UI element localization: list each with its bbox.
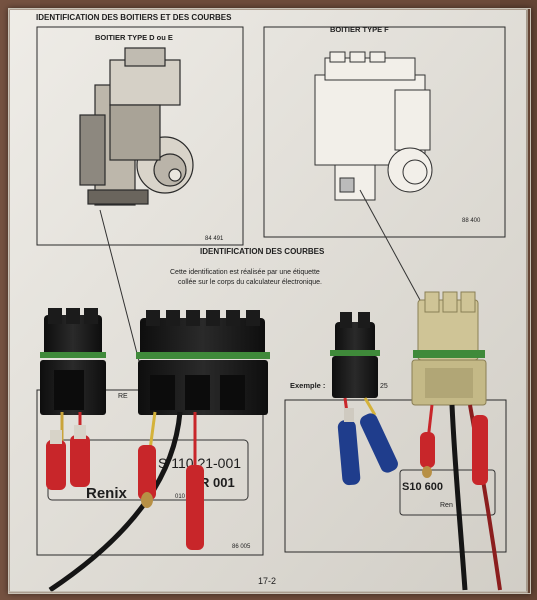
left-label-brand: Renix [86, 485, 128, 502]
left-label-partno: S 110 ?1-001 [158, 455, 241, 471]
right-panel-title: BOITIER TYPE F [330, 25, 389, 34]
left-label-small: 010 [175, 494, 186, 500]
section-title: IDENTIFICATION DES COURBES [200, 247, 325, 256]
connector-3 [330, 312, 398, 486]
left-box-fragment: RE [118, 393, 128, 400]
document-header: IDENTIFICATION DES BOITIERS ET DES COURB… [36, 13, 232, 22]
connector-2 [48, 310, 270, 593]
left-panel-title: BOITIER TYPE D ou E [95, 33, 173, 42]
right-label-partno: S10 600 [402, 481, 443, 493]
right-panel: BOITIER TYPE F 88 400 [263, 25, 506, 238]
left-panel-ref: 84 491 [205, 236, 224, 242]
right-panel-ref: 88 400 [462, 218, 481, 224]
connector-1 [40, 308, 106, 490]
caption-line-2: collée sur le corps du calculateur élect… [178, 279, 322, 286]
connector-4 [411, 291, 502, 591]
page-number: 17-2 [258, 576, 276, 586]
left-panel: BOITIER TYPE D ou E 84 491 [36, 26, 244, 246]
left-box-ref: 86 005 [232, 544, 251, 550]
right-label-brand: Ren [440, 502, 453, 509]
injection-pump-drawing-left [79, 47, 194, 206]
manual-page [10, 10, 526, 592]
injection-pump-drawing-right [314, 51, 433, 201]
caption-line-1: Cette identification est réalisée par un… [170, 269, 320, 276]
lower-right-box: Exemple : 25 S10 600 Ren [284, 381, 507, 553]
exemple-suffix: 25 [380, 383, 388, 390]
exemple-text: Exemple : [290, 381, 325, 390]
left-label-code: R 001 [200, 475, 235, 490]
